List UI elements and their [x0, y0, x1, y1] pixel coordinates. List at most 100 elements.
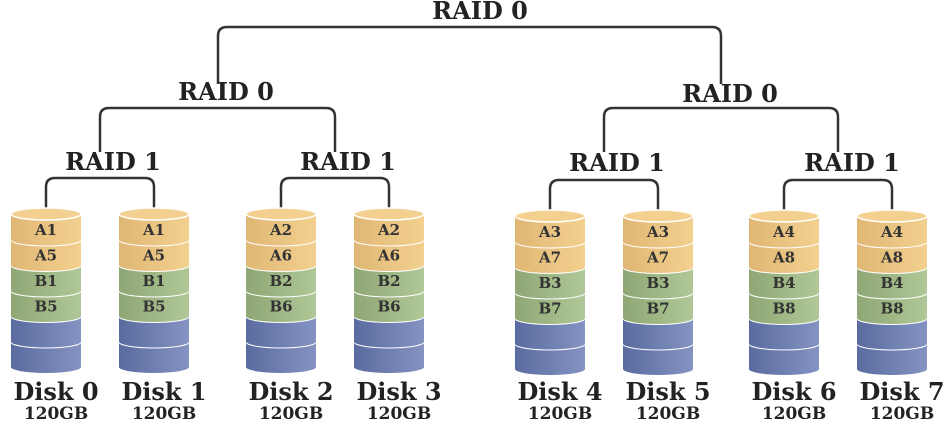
- block-label: A4: [880, 223, 903, 241]
- block-label: B8: [880, 299, 903, 317]
- disk-size: 120GB: [528, 404, 592, 424]
- raid1-connector-1-1: [782, 178, 894, 212]
- disk-band: [857, 241, 927, 273]
- block-label: B3: [646, 274, 669, 292]
- disk-band: [354, 214, 424, 246]
- top-raid0-label: RAID 0: [432, 0, 528, 25]
- disk-band: [749, 216, 819, 248]
- disk-band: [623, 292, 693, 324]
- disk-top: [514, 209, 586, 223]
- disk-band: [623, 216, 693, 248]
- disk-name: Disk 0: [13, 377, 98, 406]
- disk-top: [622, 209, 694, 223]
- raid0-label-1: RAID 0: [682, 79, 778, 108]
- disk-name: Disk 4: [517, 377, 602, 406]
- disk-band: [749, 292, 819, 324]
- raid1-label-1-0: RAID 1: [569, 148, 665, 177]
- disk-name: Disk 3: [356, 377, 441, 406]
- block-label: A8: [880, 248, 903, 266]
- block-label: B6: [269, 297, 292, 315]
- disk-size: 120GB: [870, 404, 934, 424]
- disk-size: 120GB: [367, 404, 431, 424]
- block-label: A7: [538, 248, 561, 266]
- block-label: A3: [538, 223, 561, 241]
- block-label: B7: [538, 299, 561, 317]
- disk-band: [246, 265, 316, 297]
- disk-band: [354, 341, 424, 373]
- disk-size: 120GB: [24, 404, 88, 424]
- disk-band: [119, 316, 189, 348]
- block-label: B1: [142, 272, 165, 290]
- raid0-label-0: RAID 0: [178, 77, 274, 106]
- block-label: A1: [34, 221, 57, 239]
- disk-band: [857, 267, 927, 299]
- disk-band: [246, 239, 316, 271]
- disk-band: [515, 216, 585, 248]
- disk-band: [119, 265, 189, 297]
- block-label: B3: [538, 274, 561, 292]
- disk-top: [353, 207, 425, 221]
- disk-band: [119, 214, 189, 246]
- disk-band: [354, 316, 424, 348]
- disk-band: [11, 341, 81, 373]
- block-label: B7: [646, 299, 669, 317]
- disk-band: [119, 341, 189, 373]
- disk-band: [623, 343, 693, 375]
- disk-band: [354, 239, 424, 271]
- disk-band: [857, 216, 927, 248]
- block-label: B2: [269, 272, 292, 290]
- disk-size: 120GB: [762, 404, 826, 424]
- block-label: A5: [34, 246, 57, 264]
- block-label: B4: [880, 274, 903, 292]
- connector-lines: [44, 25, 894, 212]
- disk-top: [10, 207, 82, 221]
- block-label: A6: [269, 246, 292, 264]
- block-label: B5: [34, 297, 57, 315]
- disk-name: Disk 5: [625, 377, 710, 406]
- disk-size: 120GB: [636, 404, 700, 424]
- disk-band: [11, 265, 81, 297]
- disk-band: [515, 292, 585, 324]
- disk-band: [623, 241, 693, 273]
- disk-top: [856, 209, 928, 223]
- block-label: A8: [772, 248, 795, 266]
- disk-band: [246, 341, 316, 373]
- raid1-connector-0-1: [279, 176, 391, 212]
- disk-band: [623, 318, 693, 350]
- disk-band: [749, 318, 819, 350]
- disk-band: [515, 318, 585, 350]
- top-raid0-connector: [216, 25, 723, 84]
- raid1-label-0-1: RAID 1: [300, 147, 396, 176]
- disk-band: [11, 316, 81, 348]
- disk-top: [748, 209, 820, 223]
- disk-band: [246, 214, 316, 246]
- disk-band: [749, 267, 819, 299]
- raid1-connector-1-0: [548, 178, 660, 212]
- disk-band: [11, 239, 81, 271]
- raid0-connector-1: [602, 106, 840, 152]
- raid1-label-0-0: RAID 1: [65, 147, 161, 176]
- block-label: B8: [772, 299, 795, 317]
- disk-band: [246, 290, 316, 322]
- disk-band: [749, 241, 819, 273]
- disk-band: [119, 290, 189, 322]
- raid1-connector-0-0: [44, 176, 156, 212]
- block-label: B6: [377, 297, 400, 315]
- disk-band: [515, 241, 585, 273]
- block-label: A3: [646, 223, 669, 241]
- disk-name: Disk 6: [751, 377, 836, 406]
- disk-band: [857, 318, 927, 350]
- disk-band: [11, 290, 81, 322]
- disk-name: Disk 2: [248, 377, 333, 406]
- disk-size: 120GB: [132, 404, 196, 424]
